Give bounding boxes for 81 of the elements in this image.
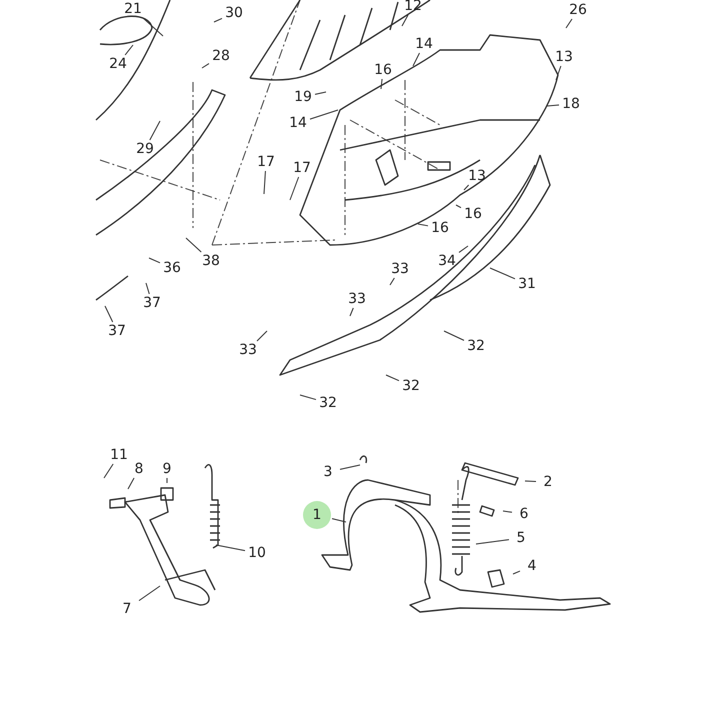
callout-number: 36 — [161, 260, 183, 276]
callout-number: 18 — [560, 96, 582, 112]
callout-number: 38 — [200, 253, 222, 269]
callout-number: 19 — [292, 89, 314, 105]
callout-number: 33 — [346, 291, 368, 307]
callout-number: 37 — [106, 323, 128, 339]
leader-line — [490, 268, 516, 280]
leader-line — [166, 478, 168, 484]
callout-number: 4 — [521, 558, 543, 574]
leader-line — [264, 170, 266, 194]
callout-number: 14 — [413, 36, 435, 52]
callout-number: 8 — [128, 461, 150, 477]
callout-number: 17 — [291, 160, 313, 176]
callout-number: 30 — [223, 5, 245, 21]
leader-line — [456, 204, 462, 208]
leader-line — [546, 104, 560, 106]
leader-line — [290, 176, 300, 200]
callout-number: 11 — [108, 447, 130, 463]
leader-line — [444, 330, 464, 341]
callout-number: 3 — [317, 464, 339, 480]
leader-line — [149, 120, 160, 140]
callout-number: 1 — [303, 501, 331, 529]
leader-line — [202, 63, 210, 68]
callout-number: 32 — [317, 395, 339, 411]
leader-line — [502, 510, 512, 513]
leader-line — [464, 184, 470, 190]
leader-line — [412, 52, 420, 66]
callout-number: 32 — [400, 378, 422, 394]
callout-number: 34 — [436, 253, 458, 269]
leader-line — [390, 278, 395, 286]
callout-number: 17 — [255, 154, 277, 170]
leader-line — [332, 518, 346, 522]
leader-line — [124, 44, 134, 56]
leader-line — [314, 92, 326, 95]
leader-line — [556, 66, 562, 80]
leader-line — [418, 224, 428, 226]
leader-line — [566, 18, 572, 28]
leader-line — [386, 374, 400, 382]
leader-line — [142, 18, 164, 36]
leader-line — [300, 394, 316, 400]
callout-number: 14 — [287, 115, 309, 131]
callout-number: 7 — [116, 601, 138, 617]
leader-line — [104, 464, 114, 478]
callout-number: 10 — [246, 545, 268, 561]
leader-line — [216, 544, 246, 552]
callout-number: 29 — [134, 141, 156, 157]
callout-number: 5 — [510, 530, 532, 546]
leader-line — [186, 238, 202, 252]
callout-number: 13 — [553, 49, 575, 65]
leader-line — [104, 306, 114, 322]
leader-line — [340, 464, 360, 470]
callout-number: 16 — [462, 206, 484, 222]
leader-line — [148, 258, 160, 264]
callout-number: 2 — [537, 474, 559, 490]
leader-line — [512, 570, 520, 574]
leader-line — [256, 330, 268, 342]
leader-line — [146, 282, 150, 294]
leader-line — [476, 539, 510, 544]
callout-number: 9 — [156, 461, 178, 477]
callout-number: 16 — [429, 220, 451, 236]
leader-line — [402, 14, 409, 26]
callout-number: 26 — [567, 2, 589, 18]
callout-number: 33 — [237, 342, 259, 358]
leader-line — [138, 586, 160, 602]
leader-line — [524, 480, 536, 482]
callout-number: 6 — [513, 506, 535, 522]
leader-line — [350, 308, 354, 316]
callout-number: 33 — [389, 261, 411, 277]
leader-line — [214, 18, 222, 22]
callout-number: 16 — [372, 62, 394, 78]
callout-number: 37 — [141, 295, 163, 311]
callout-number: 31 — [516, 276, 538, 292]
leader-line — [310, 110, 338, 120]
callout-number: 28 — [210, 48, 232, 64]
leader-line — [380, 78, 383, 90]
callout-number: 13 — [466, 168, 488, 184]
callout-number: 21 — [122, 1, 144, 17]
callout-number: 24 — [107, 56, 129, 72]
leader-line — [458, 246, 468, 253]
callout-number: 32 — [465, 338, 487, 354]
leader-line — [128, 478, 135, 490]
